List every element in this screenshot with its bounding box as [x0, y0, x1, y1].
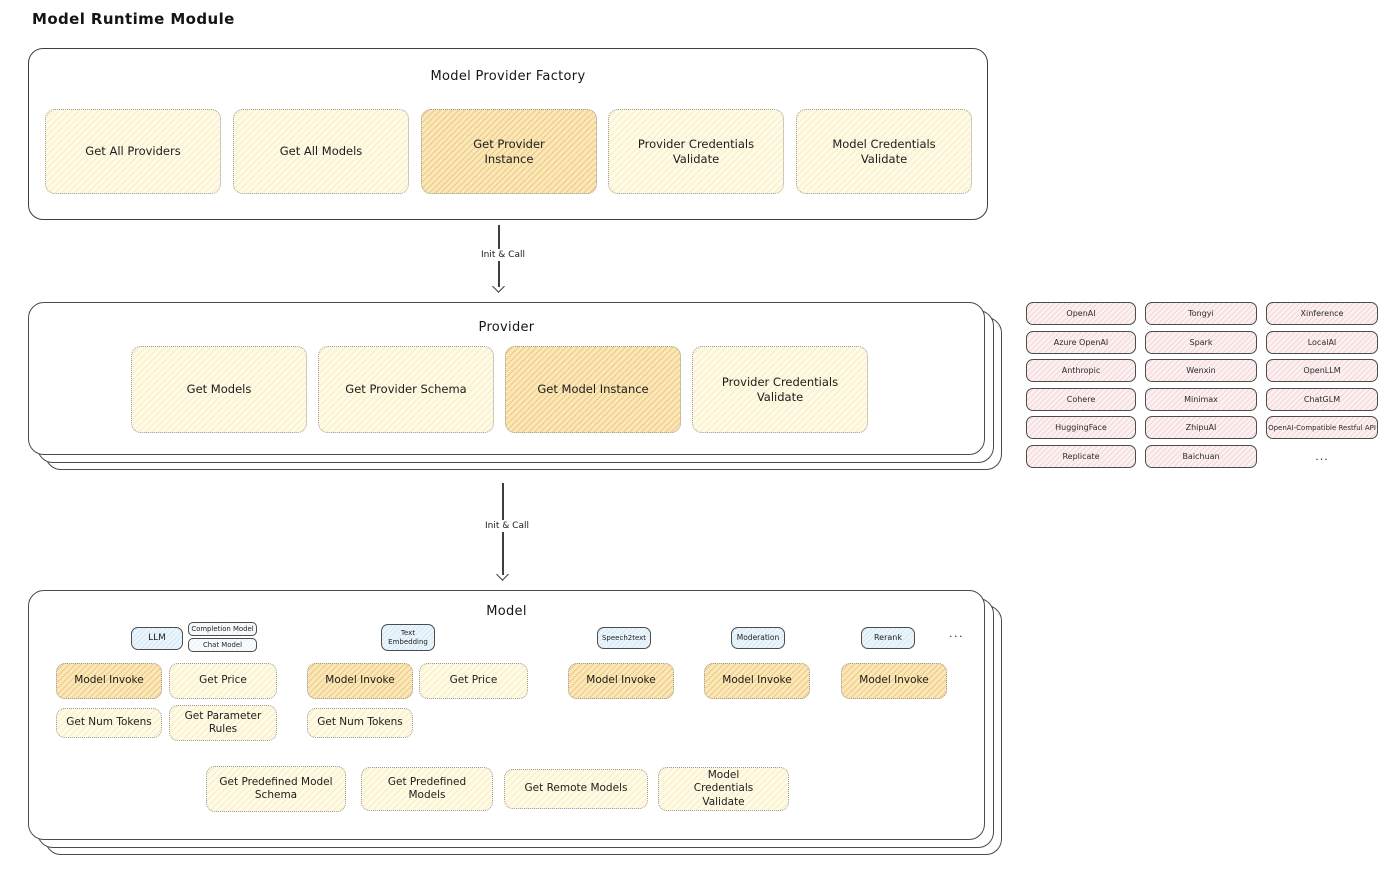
provider-item-minimax: Minimax	[1145, 387, 1257, 411]
model-card: Model LLM Completion Model Chat Model Te…	[28, 590, 985, 840]
tag-llm: LLM	[131, 627, 183, 650]
text-embedding-get-num-tokens: Get Num Tokens	[307, 708, 413, 738]
tag-moderation: Moderation	[731, 627, 785, 649]
provider-item-xinference: Xinference	[1266, 302, 1378, 325]
model-title: Model	[486, 604, 527, 619]
provider-item-chatglm: ChatGLM	[1266, 387, 1378, 411]
provider-item-azure-openai: Azure OpenAI	[1026, 330, 1136, 354]
provider-method-get-provider-schema: Get Provider Schema	[318, 346, 494, 433]
provider-item-localai: LocalAI	[1266, 330, 1378, 354]
provider-item-openllm: OpenLLM	[1266, 359, 1378, 382]
factory-method-get-provider-instance: Get Provider Instance	[421, 109, 597, 194]
factory-method-provider-credentials-validate: Provider Credentials Validate	[608, 109, 784, 194]
arrow-label-init-call-2: Init & Call	[467, 520, 547, 532]
provider-item-cohere: Cohere	[1026, 387, 1136, 411]
provider-card-stack: Provider Get Models Get Provider Schema …	[28, 302, 1002, 470]
page-title: Model Runtime Module	[32, 10, 235, 28]
text-embedding-get-price: Get Price	[419, 663, 528, 699]
factory-title: Model Provider Factory	[430, 69, 586, 84]
providers-grid: OpenAI Tongyi Xinference Azure OpenAI Sp…	[1026, 302, 1378, 468]
provider-title: Provider	[478, 320, 535, 335]
tag-chat-model: Chat Model	[188, 638, 257, 652]
tag-completion-model: Completion Model	[188, 622, 257, 636]
provider-item-anthropic: Anthropic	[1026, 359, 1136, 382]
provider-item-baichuan: Baichuan	[1145, 444, 1257, 468]
get-remote-models: Get Remote Models	[504, 769, 648, 809]
rerank-model-invoke: Model Invoke	[841, 663, 947, 699]
model-provider-factory-card: Model Provider Factory Get All Providers…	[28, 48, 988, 220]
llm-get-num-tokens: Get Num Tokens	[56, 708, 162, 738]
get-predefined-model-schema: Get Predefined Model Schema	[206, 766, 346, 812]
model-credentials-validate: Model Credentials Validate	[658, 767, 789, 811]
provider-item-spark: Spark	[1145, 330, 1257, 354]
arrow-label-init-call-1: Init & Call	[463, 249, 543, 261]
provider-item-wenxin: Wenxin	[1145, 359, 1257, 382]
arrow-provider-to-model-head	[496, 568, 509, 581]
provider-card: Provider Get Models Get Provider Schema …	[28, 302, 985, 455]
tag-rerank: Rerank	[861, 627, 915, 649]
provider-method-provider-credentials-validate: Provider Credentials Validate	[692, 346, 868, 433]
provider-item-huggingface: HuggingFace	[1026, 416, 1136, 439]
providers-more-ellipsis: ...	[1315, 449, 1329, 463]
factory-method-model-credentials-validate: Model Credentials Validate	[796, 109, 972, 194]
get-predefined-models: Get Predefined Models	[361, 767, 493, 811]
provider-item-tongyi: Tongyi	[1145, 302, 1257, 325]
text-embedding-model-invoke: Model Invoke	[307, 663, 413, 699]
provider-item-zhipuai: ZhipuAI	[1145, 416, 1257, 439]
provider-item-replicate: Replicate	[1026, 444, 1136, 468]
provider-method-get-model-instance: Get Model Instance	[505, 346, 681, 433]
llm-model-invoke: Model Invoke	[56, 663, 162, 699]
provider-item-openai-compatible-restful-api: OpenAI-Compatible Restful API	[1266, 416, 1378, 439]
tag-speech2text: Speech2text	[597, 627, 651, 649]
llm-get-parameter-rules: Get Parameter Rules	[169, 705, 277, 741]
provider-method-get-models: Get Models	[131, 346, 307, 433]
moderation-model-invoke: Model Invoke	[704, 663, 810, 699]
model-tags-more-ellipsis: ...	[949, 627, 964, 640]
provider-item-openai: OpenAI	[1026, 302, 1136, 325]
factory-method-get-all-models: Get All Models	[233, 109, 409, 194]
arrow-factory-to-provider-head	[492, 280, 505, 293]
speech2text-model-invoke: Model Invoke	[568, 663, 674, 699]
tag-text-embedding: Text Embedding	[381, 624, 435, 651]
model-card-stack: Model LLM Completion Model Chat Model Te…	[28, 590, 1002, 855]
factory-method-get-all-providers: Get All Providers	[45, 109, 221, 194]
llm-get-price: Get Price	[169, 663, 277, 699]
